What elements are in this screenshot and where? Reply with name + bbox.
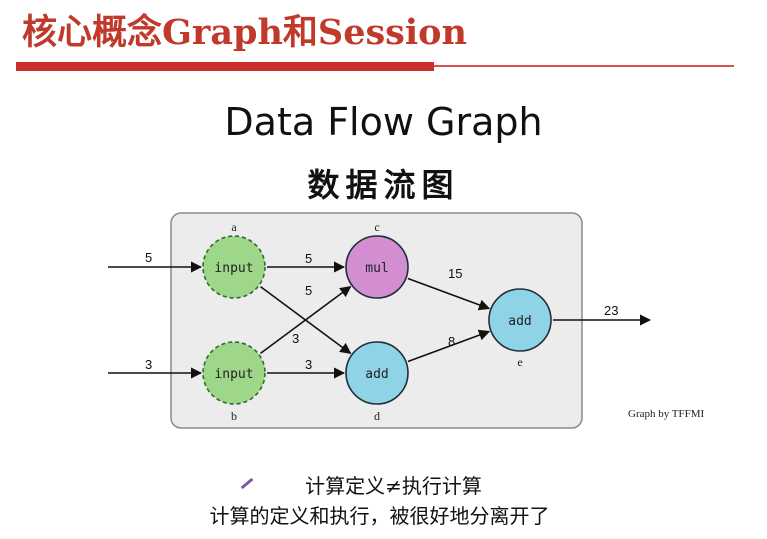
node-letter-c: c: [374, 220, 379, 234]
edge-value-c-to-e: 15: [448, 266, 462, 281]
heading-english: Data Flow Graph: [224, 100, 543, 144]
node-label-c: mul: [365, 261, 388, 276]
node-d: add d: [345, 341, 409, 423]
note-line-1: 计算定义≠执行计算: [305, 474, 482, 498]
node-label-d: add: [365, 367, 388, 382]
node-e: add e: [488, 288, 552, 369]
edge-value-in-a-to-a: 5: [145, 250, 152, 265]
edge-value-b-to-c: 3: [292, 331, 299, 346]
node-c: mul c: [345, 220, 409, 299]
node-label-b: input: [214, 367, 253, 382]
edge-value-a-to-d: 5: [305, 283, 312, 298]
edge-value-d-to-e: 8: [448, 334, 455, 349]
edge-b-to-c: [260, 285, 352, 354]
node-label-a: input: [214, 261, 253, 276]
node-letter-a: a: [231, 220, 237, 234]
edge-value-e-to-out: 23: [604, 303, 618, 318]
note-line-2: 计算的定义和执行，被很好地分离开了: [209, 504, 550, 528]
edge-value-b-to-d: 3: [305, 357, 312, 372]
node-circle-e: [488, 288, 552, 352]
edge-value-in-b-to-b: 3: [145, 357, 152, 372]
node-circle-a: [202, 235, 266, 299]
edge-c-to-e: [407, 277, 491, 311]
node-b: input b: [202, 341, 266, 423]
node-circle-c: [345, 235, 409, 299]
node-letter-b: b: [231, 409, 237, 423]
node-circle-b: [202, 341, 266, 405]
heading-chinese: 数据流图: [307, 166, 460, 204]
edge-value-a-to-c: 5: [305, 251, 312, 266]
title-underline-thin: [434, 65, 734, 67]
node-a: input a: [202, 220, 266, 299]
node-letter-e: e: [517, 355, 522, 369]
node-letter-d: d: [374, 409, 380, 423]
edge-d-to-e: [407, 329, 491, 363]
node-label-e: add: [508, 314, 531, 329]
title-underline-thick: [16, 62, 434, 71]
graph-credit: Graph by TFFMI: [628, 408, 705, 420]
slide-title: 核心概念Graph和Session: [22, 12, 467, 53]
node-circle-d: [345, 341, 409, 405]
